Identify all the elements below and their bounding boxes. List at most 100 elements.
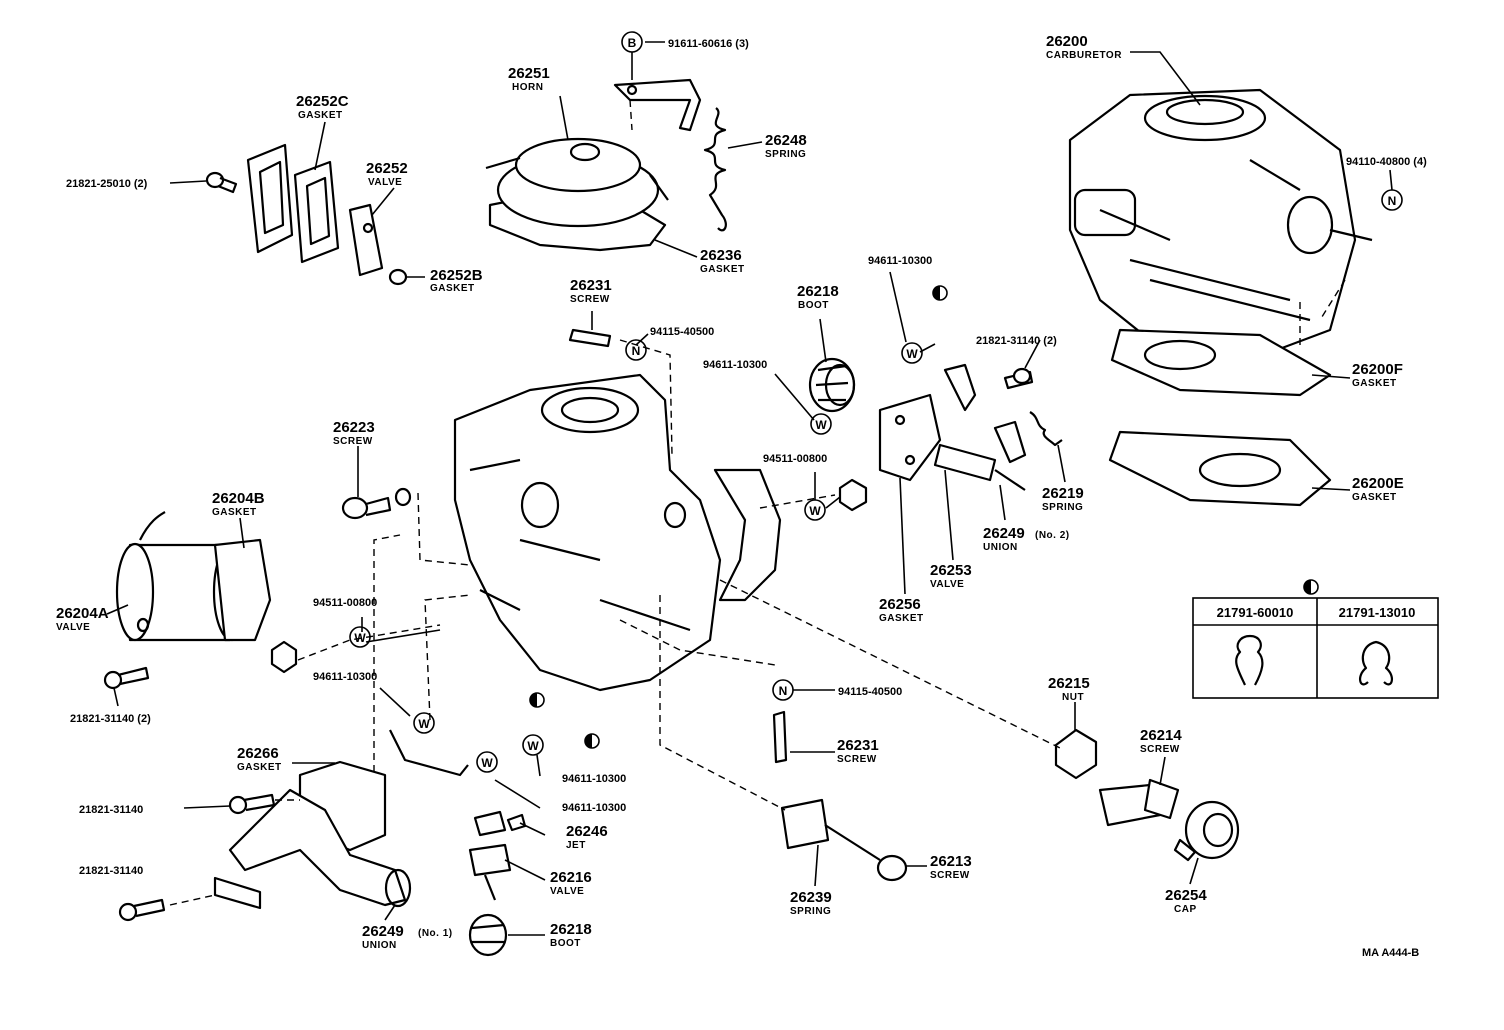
nut-26215-part: [1054, 728, 1098, 780]
label-26254-number: 26254: [1165, 887, 1207, 904]
label-26256-number: 26256: [879, 596, 921, 613]
w-symbol: W: [354, 631, 366, 645]
symbol-markers: B N N W W W W W W W N: [349, 31, 1403, 773]
clip-marker-icon: [584, 733, 600, 749]
label-21821-31140-b: 21821-31140: [79, 865, 143, 877]
label-26231-low-number: 26231: [837, 737, 879, 754]
label-26200f-name: GASKET: [1352, 378, 1397, 389]
label-26251-number: 26251: [508, 65, 550, 82]
label-26248-number: 26248: [765, 132, 807, 149]
clip-table: 21791-60010 21791-13010: [1192, 597, 1439, 699]
label-94611-mid: 94611-10300: [703, 359, 767, 371]
valve-26252-part: [348, 203, 384, 277]
valve-26253-part: [933, 443, 1026, 491]
label-26253-name: VALVE: [930, 579, 964, 590]
assembly-lines: [169, 99, 1346, 906]
clip-marker-icon: [932, 285, 948, 301]
gasket-26252c-part: [246, 143, 340, 264]
label-26252-number: 26252: [366, 160, 408, 177]
clip-table-header-2: 21791-13010: [1339, 605, 1416, 620]
label-26200e-name: GASKET: [1352, 492, 1397, 503]
label-94115-low: 94115-40500: [838, 686, 902, 698]
label-26200-number: 26200: [1046, 33, 1088, 50]
label-26204a-name: VALVE: [56, 622, 90, 633]
w-symbol: W: [815, 418, 827, 432]
w-symbol: W: [809, 504, 821, 518]
horn-part: [485, 137, 669, 252]
w-symbol: W: [906, 347, 918, 361]
label-26246-number: 26246: [566, 823, 608, 840]
lever-plate-part: [713, 468, 782, 602]
gasket-26252b-part: [388, 268, 408, 286]
boot-26218-top-part: [808, 357, 856, 413]
gasket-26204b-part: [213, 538, 272, 642]
bolt-21821-31140-b-part: [118, 898, 166, 922]
label-26249-no2-suffix: (No. 2): [1035, 530, 1070, 541]
label-26215-number: 26215: [1048, 675, 1090, 692]
spring-26248-part: [703, 107, 727, 232]
label-26200e-number: 26200E: [1352, 475, 1404, 492]
reference-code: MA A444-B: [1362, 947, 1419, 959]
label-21821-31140-a: 21821-31140: [79, 804, 143, 816]
clip-60010-icon: [1235, 634, 1264, 686]
label-26249-no1-number: 26249: [362, 923, 404, 940]
label-26216-name: VALVE: [550, 886, 584, 897]
label-26239-name: SPRING: [790, 906, 831, 917]
union-26249-no1-part: [213, 760, 412, 910]
label-26252b-name: GASKET: [430, 283, 475, 294]
label-26249-no1-suffix: (No. 1): [418, 928, 453, 939]
label-26216-number: 26216: [550, 869, 592, 886]
label-26204b-number: 26204B: [212, 490, 265, 507]
label-94115-top: 94115-40500: [650, 326, 714, 338]
label-26200f-number: 26200F: [1352, 361, 1403, 378]
valve-26216-part: [468, 810, 512, 901]
label-26256-name: GASKET: [879, 613, 924, 624]
label-26213-name: SCREW: [930, 870, 970, 881]
label-94611-low1: 94611-10300: [562, 773, 626, 785]
label-26204b-name: GASKET: [212, 507, 257, 518]
label-26246-name: JET: [566, 840, 586, 851]
label-94511-left: 94511-00800: [313, 597, 377, 609]
label-26249-no1-name: UNION: [362, 940, 397, 951]
label-26218-low-name: BOOT: [550, 938, 581, 949]
leader-lines: [106, 41, 1393, 936]
screw-26213-part: [824, 824, 908, 882]
n-symbol: N: [779, 684, 788, 698]
bolt-21821-31140-left-part: [103, 666, 150, 690]
label-26204a-number: 26204A: [56, 605, 109, 622]
clip-13010-icon: [1359, 640, 1393, 686]
w-symbol: W: [527, 739, 539, 753]
label-26223-number: 26223: [333, 419, 375, 436]
screw-26214-part: [1098, 778, 1180, 827]
label-21821-25010: 21821-25010 (2): [66, 178, 148, 190]
label-26254-name: CAP: [1174, 904, 1197, 915]
label-26219-number: 26219: [1042, 485, 1084, 502]
label-94110: 94110-40800 (4): [1346, 156, 1427, 168]
label-26252c-number: 26252C: [296, 93, 349, 110]
horn-bracket-part: [613, 78, 702, 132]
jet-26246-part: [506, 813, 527, 832]
screw-26231-top-part: [568, 328, 612, 348]
label-26249-no2-number: 26249: [983, 525, 1025, 542]
label-26219-name: SPRING: [1042, 502, 1083, 513]
bracket-right-part: [943, 363, 1034, 412]
carburetor-body-part: [453, 373, 722, 692]
label-26200-name: CARBURETOR: [1046, 50, 1122, 61]
label-21821-31140-2-left: 21821-31140 (2): [70, 713, 151, 725]
w-symbol: W: [418, 717, 430, 731]
label-91611: 91611-60616 (3): [668, 38, 749, 50]
label-26218-top-number: 26218: [797, 283, 839, 300]
label-26239-number: 26239: [790, 889, 832, 906]
clip-markers: [529, 285, 1319, 749]
label-94611-low2: 94611-10300: [562, 802, 626, 814]
nut-left-part: [270, 640, 298, 674]
label-21821-31140-2-top: 21821-31140 (2): [976, 335, 1057, 347]
label-26218-top-name: BOOT: [798, 300, 829, 311]
gasket-26200f-part: [1110, 328, 1332, 397]
nut-right-part: [838, 478, 868, 512]
screw-26223-part: [341, 487, 412, 520]
label-26214-number: 26214: [1140, 727, 1182, 744]
label-94611-left: 94611-10300: [313, 671, 377, 683]
boot-26218-low-part: [468, 913, 508, 957]
